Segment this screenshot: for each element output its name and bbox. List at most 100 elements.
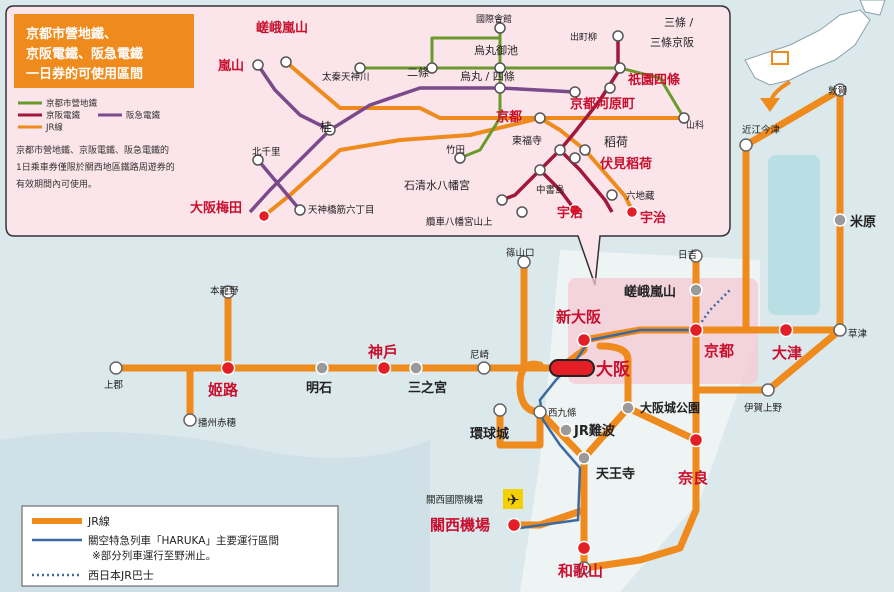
label-uji-jr: 宇治	[640, 210, 666, 226]
label-jr-namba: JR難波	[573, 423, 616, 439]
label-harima-ako: 播州赤穗	[198, 417, 237, 429]
legend-jr-text: JR線	[87, 514, 110, 528]
label-shin-osaka: 新大阪	[556, 308, 602, 326]
label-karasuma-oike: 烏丸御池	[474, 43, 518, 57]
label-takeda: 竹田	[446, 144, 465, 156]
title-line3: 一日券的可使用區間	[26, 66, 143, 82]
label-yamashina: 山科	[686, 119, 704, 131]
legend-haruka-text1: 關空特急列車「HARUKA」主要運行區間	[88, 534, 279, 547]
inset-hankyu-lines	[248, 64, 576, 214]
osaka-hub-marker	[549, 359, 595, 377]
dot-rokujizo	[606, 189, 618, 201]
label-kitasenri: 北千里	[252, 147, 281, 158]
legend-hankyu-label: 阪急電鐵	[126, 110, 161, 121]
label-kawaramachi: 京都河原町	[570, 96, 635, 112]
dot-saga-arashiyama	[280, 56, 292, 68]
label-universal: 環球城	[470, 426, 509, 442]
label-sannomiya: 三之宮	[408, 380, 447, 396]
dot-cable	[516, 206, 528, 218]
label-nara: 奈良	[677, 469, 708, 487]
note-line1: 京都市營地鐵、京阪電鐵、阪急電鐵的	[16, 144, 169, 156]
dot-karasuma-oike	[494, 62, 506, 74]
main-station-dots	[109, 83, 847, 575]
label-iga-ueno: 伊賀上野	[744, 402, 783, 414]
legend-haruka-text2: ※部分列車運行至野洲止。	[92, 549, 216, 562]
dot-kokusai	[494, 22, 506, 34]
label-katsura: 桂	[320, 119, 332, 134]
dot-gion	[604, 82, 616, 94]
dot-yamashina	[678, 112, 690, 124]
label-tenjinbashi: 天神橋筋六丁目	[308, 204, 375, 216]
main-jr-lines	[112, 86, 844, 572]
note-line3: 有效期間內可使用。	[16, 178, 97, 190]
japan-map-icon	[744, 0, 886, 86]
legend-jr-label: JR線	[45, 122, 63, 133]
label-cable: 纜車八幡宮山上	[426, 216, 493, 228]
title-box	[14, 14, 194, 88]
label-sanjo: 三條 /	[664, 15, 693, 29]
label-chushojima: 中書島	[536, 184, 565, 196]
dot-takeda	[454, 152, 466, 164]
title-line1: 京都市營地鐵、	[26, 26, 117, 42]
label-kobe: 神戶	[368, 343, 398, 361]
dot-fushimi-inari	[569, 152, 581, 164]
dot-kitasenri	[252, 154, 264, 166]
airplane-icon: ✈	[503, 489, 523, 509]
label-akashi: 明石	[306, 381, 332, 396]
label-tofukuji: 東福寺	[512, 134, 542, 147]
dot-karasuma-shijo	[494, 82, 506, 94]
label-sasayamaguchi: 篠山口	[506, 247, 535, 259]
dot-tenjinbashi	[294, 204, 306, 216]
inset-station-dots-red	[257, 203, 639, 223]
legend-keihan-label: 京阪電鐵	[46, 110, 81, 121]
label-amagasaki: 尼崎	[470, 349, 490, 361]
label-kyoto-main: 京都	[704, 342, 734, 360]
dot-osaka-umeda	[257, 209, 271, 223]
label-rokujizo: 六地藏	[626, 190, 655, 202]
dot-iwashimizu	[496, 194, 508, 206]
inset-station-dots	[252, 22, 690, 218]
dot-uzumasa	[354, 62, 366, 74]
label-inari: 稻荷	[604, 135, 628, 149]
dot-nijo	[426, 62, 438, 74]
label-otsu: 大津	[772, 344, 802, 362]
legend-bus-text: 西日本JR巴士	[88, 568, 154, 582]
label-himeji: 姬路	[208, 381, 239, 399]
label-osaka: 大阪	[596, 359, 630, 380]
label-kokusai: 國際會館	[476, 13, 512, 25]
label-hiyoshi: 日吉	[678, 250, 697, 261]
label-nijo: 二條	[407, 65, 429, 79]
dot-kawaramachi	[569, 86, 581, 98]
main-station-dots-grey	[315, 213, 847, 465]
dot-demachiyanagi	[612, 30, 624, 42]
dot-arashiyama	[252, 59, 264, 71]
label-gion: 祇園四條	[627, 72, 680, 88]
label-uzumasa: 太秦天神川	[322, 71, 370, 83]
label-iwashimizu: 石清水八幡宮	[404, 178, 470, 192]
label-demachiyanagi: 出町柳	[570, 31, 597, 43]
dot-tofukuji	[554, 144, 566, 156]
label-saga-arashiyama: 嵯峨嵐山	[256, 20, 308, 36]
label-wakayama: 和歌山	[558, 562, 603, 580]
label-tsuruga: 敦賀	[828, 85, 847, 97]
haruka-line	[519, 328, 696, 530]
label-arashiyama: 嵐山	[217, 58, 244, 74]
label-maibara: 米原	[850, 214, 876, 230]
label-honryuno: 本龍野	[210, 285, 239, 297]
label-sanjo-keihan: 三條京阪	[650, 35, 694, 49]
dot-kyoto-inset	[534, 112, 546, 124]
dot-chushojima	[534, 164, 546, 176]
legend-subway-label: 京都市營地鐵	[46, 98, 98, 109]
dot-sanjo	[614, 62, 626, 74]
label-fushimi-inari: 伏見稻荷	[600, 156, 652, 172]
label-karasuma-shijo: 烏丸 / 四條	[460, 69, 515, 83]
dot-uji-jr	[625, 205, 639, 219]
inset-jr-lines	[262, 60, 686, 218]
dot-inari	[579, 144, 591, 156]
note-line2: 1日乘車券僅限於關西地區鐵路周遊券的	[16, 161, 175, 173]
label-osaka-umeda: 大阪梅田	[190, 200, 242, 216]
label-saga-arashiyama-main: 嵯峨嵐山	[624, 284, 676, 300]
svg-text:✈: ✈	[507, 491, 520, 509]
label-kusatsu: 草津	[848, 328, 868, 340]
label-omi-imazu: 近江今津	[742, 124, 781, 136]
